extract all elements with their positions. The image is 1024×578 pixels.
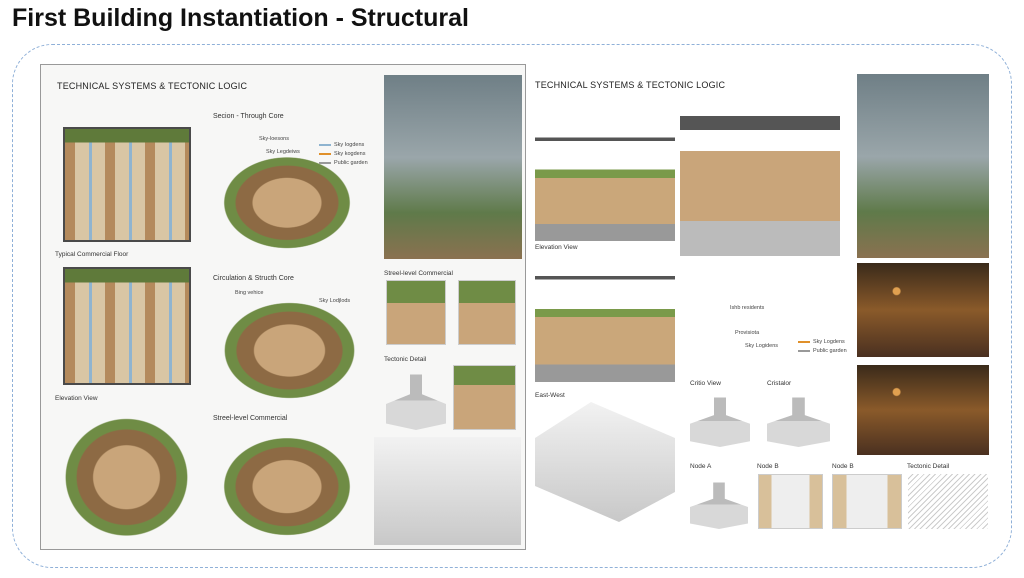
legend-item: Sky Logdens <box>798 338 847 347</box>
node-b-label-2: Node B <box>832 463 854 470</box>
rain-canopy-render <box>384 75 522 259</box>
poster-title: TECHNICAL SYSTEMS & TECTONIC LOGIC <box>57 81 248 91</box>
circulation-label: Circulation & Struсth Core <box>213 275 294 282</box>
node-b-image-2 <box>832 474 902 529</box>
tectonic-detail-image <box>908 474 988 529</box>
iso-building-image <box>680 116 840 256</box>
node-a-label: Node A <box>690 463 712 470</box>
elevation-label: Elevation View <box>55 395 98 402</box>
circulation-iso-image <box>207 290 372 400</box>
commercial-floor-plan-image <box>63 267 191 385</box>
critic-view-label: Critio View <box>690 380 721 387</box>
left-poster: TECHNICAL SYSTEMS & TECTONIC LOGIC Secio… <box>40 64 526 550</box>
legend-item: Sky Iogdens <box>319 141 368 150</box>
section-label: Secion - Through Core <box>213 113 284 120</box>
legend-item: Public garden <box>798 347 847 356</box>
tectonic-label: Tectonic Detail <box>384 356 427 363</box>
callout: Bing vehice <box>235 290 264 296</box>
building-render <box>374 437 521 545</box>
legend-item: Public garden <box>319 159 368 168</box>
street-level-label: Streel-level Commercial <box>213 415 288 422</box>
section-iso-image <box>207 145 367 250</box>
slide-title: First Building Instantiation - Structura… <box>12 4 469 32</box>
floor-plan-image <box>63 127 191 242</box>
detail-image <box>386 280 446 345</box>
footing-image <box>690 389 750 447</box>
callout: Sky Legdeiws <box>266 149 300 155</box>
elevation-label: Elevation View <box>535 244 578 251</box>
node-b-label: Node B <box>757 463 779 470</box>
elevation-image <box>535 126 675 241</box>
footing-image <box>767 389 830 447</box>
street-iso-image <box>207 425 367 537</box>
legend-item: Sky kogdens <box>319 150 368 159</box>
callout: Ishb residents <box>730 305 765 311</box>
market-photo-2 <box>857 365 989 455</box>
legend: Sky Logdens Public garden <box>798 338 847 356</box>
legend: Sky Iogdens Sky kogdens Public garden <box>319 141 368 168</box>
callout: Provisiota <box>735 330 760 336</box>
detail-image <box>458 280 516 345</box>
typical-floor-label: Typical Commercial Floor <box>55 251 129 258</box>
elevation-image-2 <box>535 264 675 382</box>
callout: Sky-loesons <box>259 136 289 142</box>
street-level-label-2: Streel-level Commercial <box>384 270 453 277</box>
rain-canopy-render <box>857 74 989 258</box>
cristalor-label: Cristalor <box>767 380 792 387</box>
tectonic-label: Tectonic Detail <box>907 463 950 470</box>
footing-image <box>386 365 446 430</box>
dashed-frame <box>12 44 1012 568</box>
east-west-label: East-West <box>535 392 565 399</box>
callout: Sky Lodjlods <box>319 298 351 304</box>
callout: Sky Logidens <box>745 343 779 349</box>
panel-title: TECHNICAL SYSTEMS & TECTONIC LOGIC <box>535 80 726 90</box>
right-panel: TECHNICAL SYSTEMS & TECTONIC LOGIC Eleva… <box>530 64 1002 550</box>
node-a-image <box>690 474 748 529</box>
detail-image <box>453 365 516 430</box>
massing-image <box>535 402 675 522</box>
elevation-iso-image <box>49 403 204 538</box>
market-photo <box>857 263 989 357</box>
node-b-image <box>758 474 823 529</box>
